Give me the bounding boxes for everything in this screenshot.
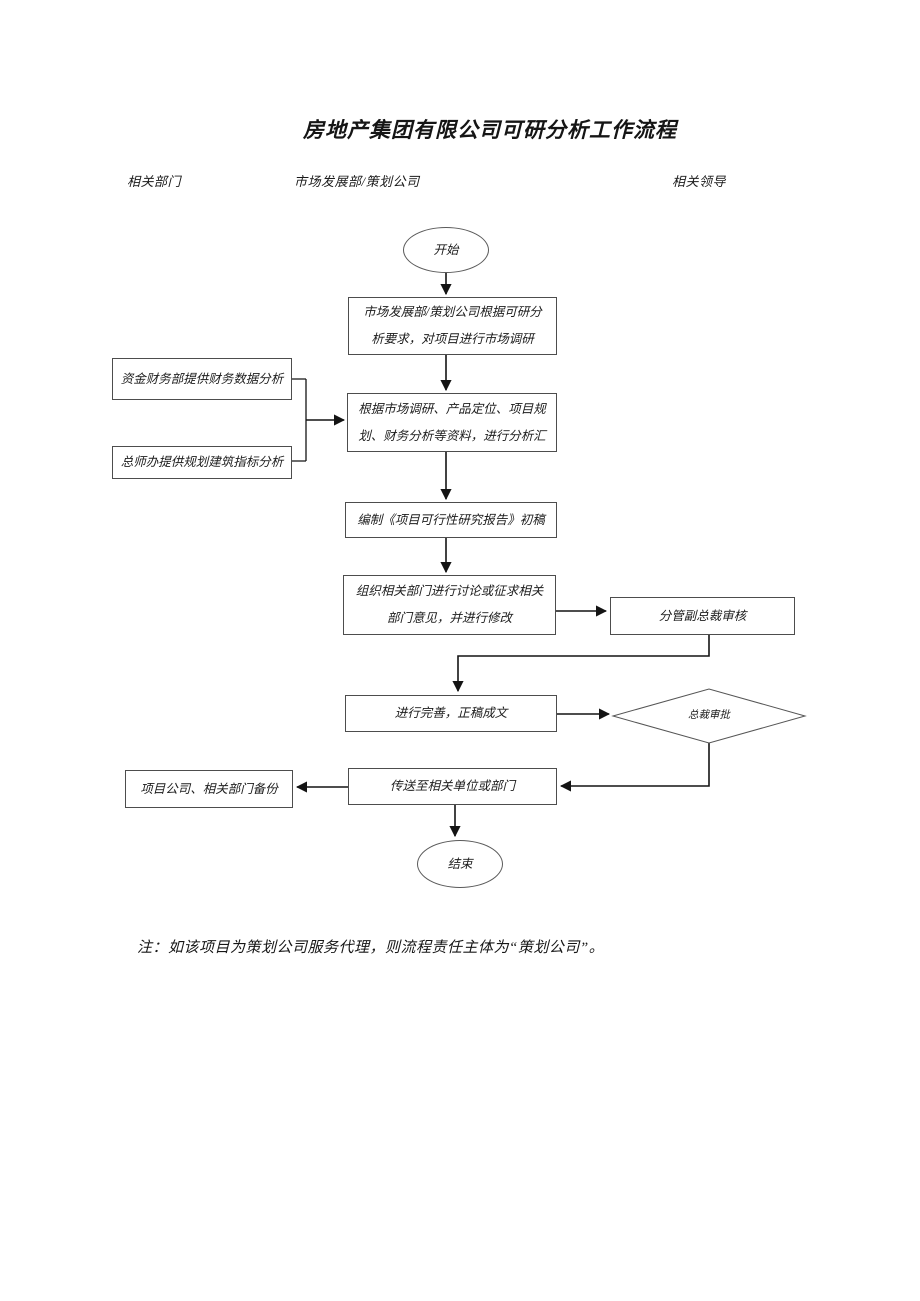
column-header-market-dev: 市场发展部/策划公司 — [294, 174, 420, 189]
support-finance-analysis: 资金财务部提供财务数据分析 — [112, 358, 292, 400]
process-vp-review: 分管副总裁审核 — [610, 597, 795, 635]
decision-diamond-shape — [611, 688, 807, 744]
process-distribute: 传送至相关单位或部门 — [348, 768, 557, 805]
process-analysis-summary: 根据市场调研、产品定位、项目规 划、财务分析等资料，进行分析汇 — [347, 393, 557, 452]
start-terminator: 开始 — [403, 227, 489, 273]
column-header-leaders: 相关领导 — [672, 174, 727, 189]
process-draft-report: 编制《项目可行性研究报告》初稿 — [345, 502, 557, 538]
page-title: 房地产集团有限公司可研分析工作流程 — [303, 118, 677, 142]
process-backup-copies: 项目公司、相关部门备份 — [125, 770, 293, 808]
process-market-research: 市场发展部/策划公司根据可研分 析要求，对项目进行市场调研 — [348, 297, 557, 355]
column-header-departments: 相关部门 — [127, 174, 182, 189]
arrow-review-to-step5 — [452, 635, 710, 693]
support-planning-indicators: 总师办提供规划建筑指标分析 — [112, 446, 292, 479]
process-discussion-revision: 组织相关部门进行讨论或征求相关 部门意见，并进行修改 — [343, 575, 556, 635]
bracket-side-inputs — [292, 378, 307, 462]
footnote: 注：如该项目为策划公司服务代理，则流程责任主体为“策划公司”。 — [137, 940, 605, 956]
process-finalize-document: 进行完善，正稿成文 — [345, 695, 557, 732]
end-terminator: 结束 — [417, 840, 503, 888]
arrow-decision-to-step6 — [559, 743, 710, 792]
decision-president-approval: 总裁审批 — [688, 709, 730, 721]
